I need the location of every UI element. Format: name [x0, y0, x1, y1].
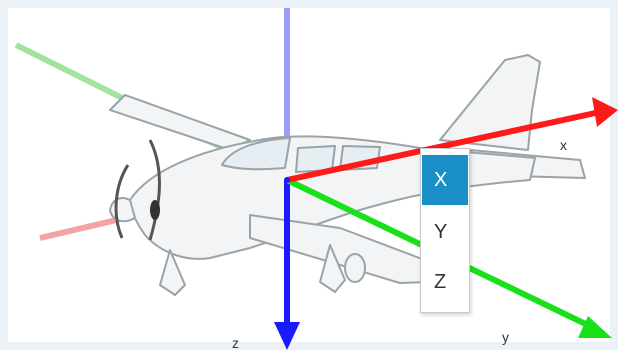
axis-option-z[interactable]: Z: [422, 257, 468, 307]
y-axis-arrowhead: [578, 316, 612, 338]
airplane-illustration: [110, 55, 585, 295]
y-axis-label: y: [502, 330, 509, 344]
axis-origin: [284, 177, 290, 183]
axis-option-x[interactable]: X: [422, 155, 468, 205]
z-axis-label: z: [232, 336, 239, 350]
axis-option-y[interactable]: Y: [422, 207, 468, 257]
x-axis-arrowhead: [592, 97, 618, 127]
z-axis-arrowhead: [274, 322, 300, 350]
axis-select-menu: X Y Z: [420, 148, 470, 313]
x-axis-label: x: [560, 138, 567, 152]
